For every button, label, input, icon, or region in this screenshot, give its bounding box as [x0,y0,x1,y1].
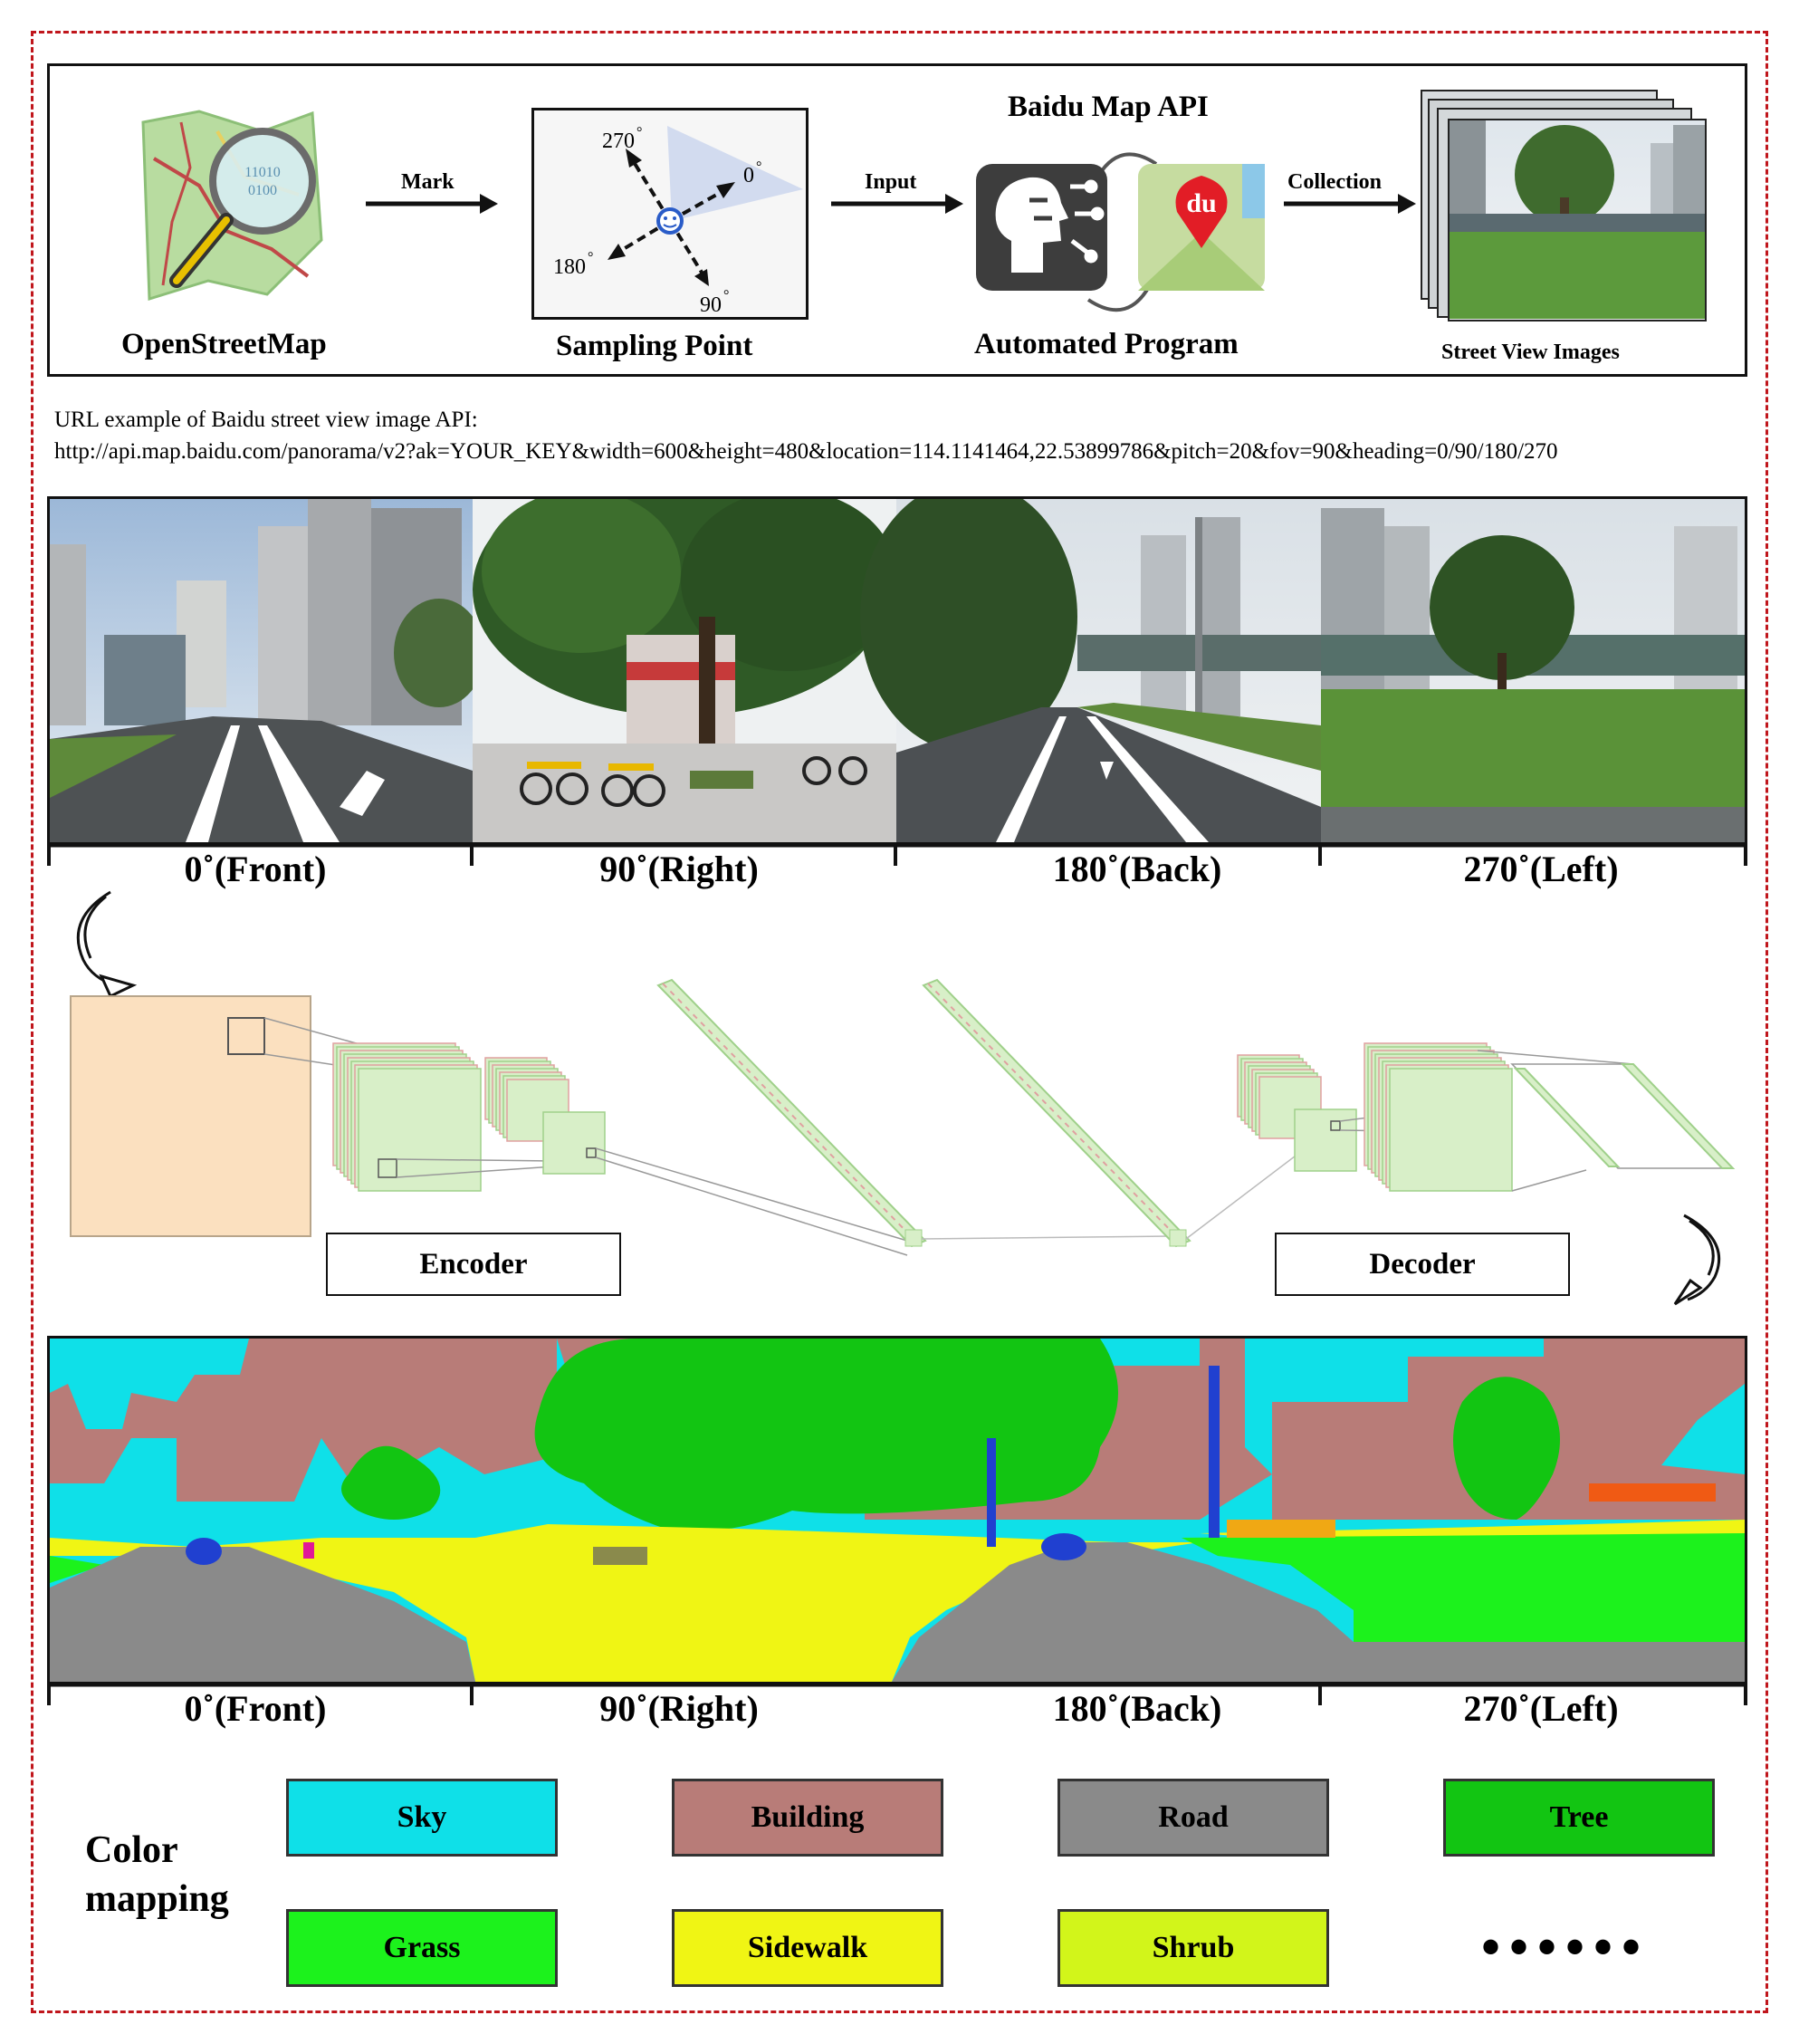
arrow-input [831,194,963,214]
segmentation-panel [47,1336,1747,1684]
outer-dashed-border [31,31,1768,2013]
svg-text:11010: 11010 [244,165,280,180]
view-caption-right: 90˚(Right) [599,849,759,889]
encoder-decoder-diagram [70,890,1736,1306]
arrow-mark [366,194,498,214]
view-left-photo [1321,499,1745,842]
svg-text:°: ° [756,159,761,175]
view-caption-left: 270˚(Left) [1463,849,1619,889]
legend-shrub-label: Shrub [1152,1931,1235,1964]
color-mapping-title-line2: mapping [85,1878,229,1920]
angle-0-label: 0 [743,164,754,187]
encoder-label-box: Encoder [326,1233,621,1296]
legend-sky: Sky [286,1779,558,1857]
view-front-photo [50,499,484,842]
automated-program-icon: du [976,152,1265,312]
legend-sidewalk: Sidewalk [672,1909,943,1987]
angle-90-label: 90 [700,293,722,317]
arrow-input-label: Input [865,170,917,194]
seg-caption-left: 270˚(Left) [1463,1688,1619,1729]
automated-program-label: Automated Program [974,328,1239,360]
arrow-mark-label: Mark [401,170,455,194]
view-right-photo [473,499,898,842]
view-axis [47,844,1747,866]
legend-road-label: Road [1158,1800,1229,1834]
angle-180-label: 180 [553,255,586,279]
seg-caption-back: 180˚(Back) [1052,1688,1222,1729]
seg-caption-right: 90˚(Right) [599,1688,759,1729]
openstreetmap-icon: 11010 0100 [141,110,323,302]
arrow-collection-label: Collection [1287,170,1382,194]
baidu-logo-text: du [1186,188,1216,218]
svg-text:0100: 0100 [248,183,277,198]
legend-tree-label: Tree [1549,1800,1609,1834]
legend-tree: Tree [1443,1779,1715,1857]
baidu-api-label: Baidu Map API [1008,91,1209,123]
street-view-stack [1421,90,1707,321]
sampling-point-label: Sampling Point [556,330,753,362]
legend-shrub: Shrub [1057,1909,1329,1987]
svg-text:°: ° [723,288,729,303]
url-example: URL example of Baidu street view image A… [54,404,1738,467]
legend-grass-label: Grass [383,1931,461,1964]
legend-road: Road [1057,1779,1329,1857]
view-back-photo [860,499,1321,842]
view-caption-front: 0˚(Front) [184,849,327,889]
url-heading: URL example of Baidu street view image A… [54,408,478,432]
view-caption-back: 180˚(Back) [1052,849,1222,889]
legend-sidewalk-label: Sidewalk [747,1931,868,1964]
street-views-panel [47,496,1747,845]
sampling-point-diagram: 270 ° 0 ° 180 ° 90 ° [531,108,809,320]
street-view-label: Street View Images [1441,341,1620,364]
legend-sky-label: Sky [397,1800,447,1834]
angle-270-label: 270 [602,130,635,153]
svg-text:°: ° [588,250,593,265]
url-string: http://api.map.baidu.com/panorama/v2?ak=… [54,439,1558,464]
svg-text:°: ° [636,125,642,140]
arrow-collection [1284,194,1416,214]
legend-grass: Grass [286,1909,558,1987]
color-mapping-title: Color mapping [85,1826,229,1924]
legend-building-label: Building [751,1800,865,1834]
seg-caption-front: 0˚(Front) [184,1688,327,1729]
legend-building: Building [672,1779,943,1857]
segmentation-axis [47,1684,1747,1705]
legend-ellipsis: •••••• [1481,1917,1651,1977]
color-mapping-title-line1: Color [85,1829,178,1871]
openstreetmap-label: OpenStreetMap [121,328,327,360]
decoder-label-box: Decoder [1275,1233,1570,1296]
